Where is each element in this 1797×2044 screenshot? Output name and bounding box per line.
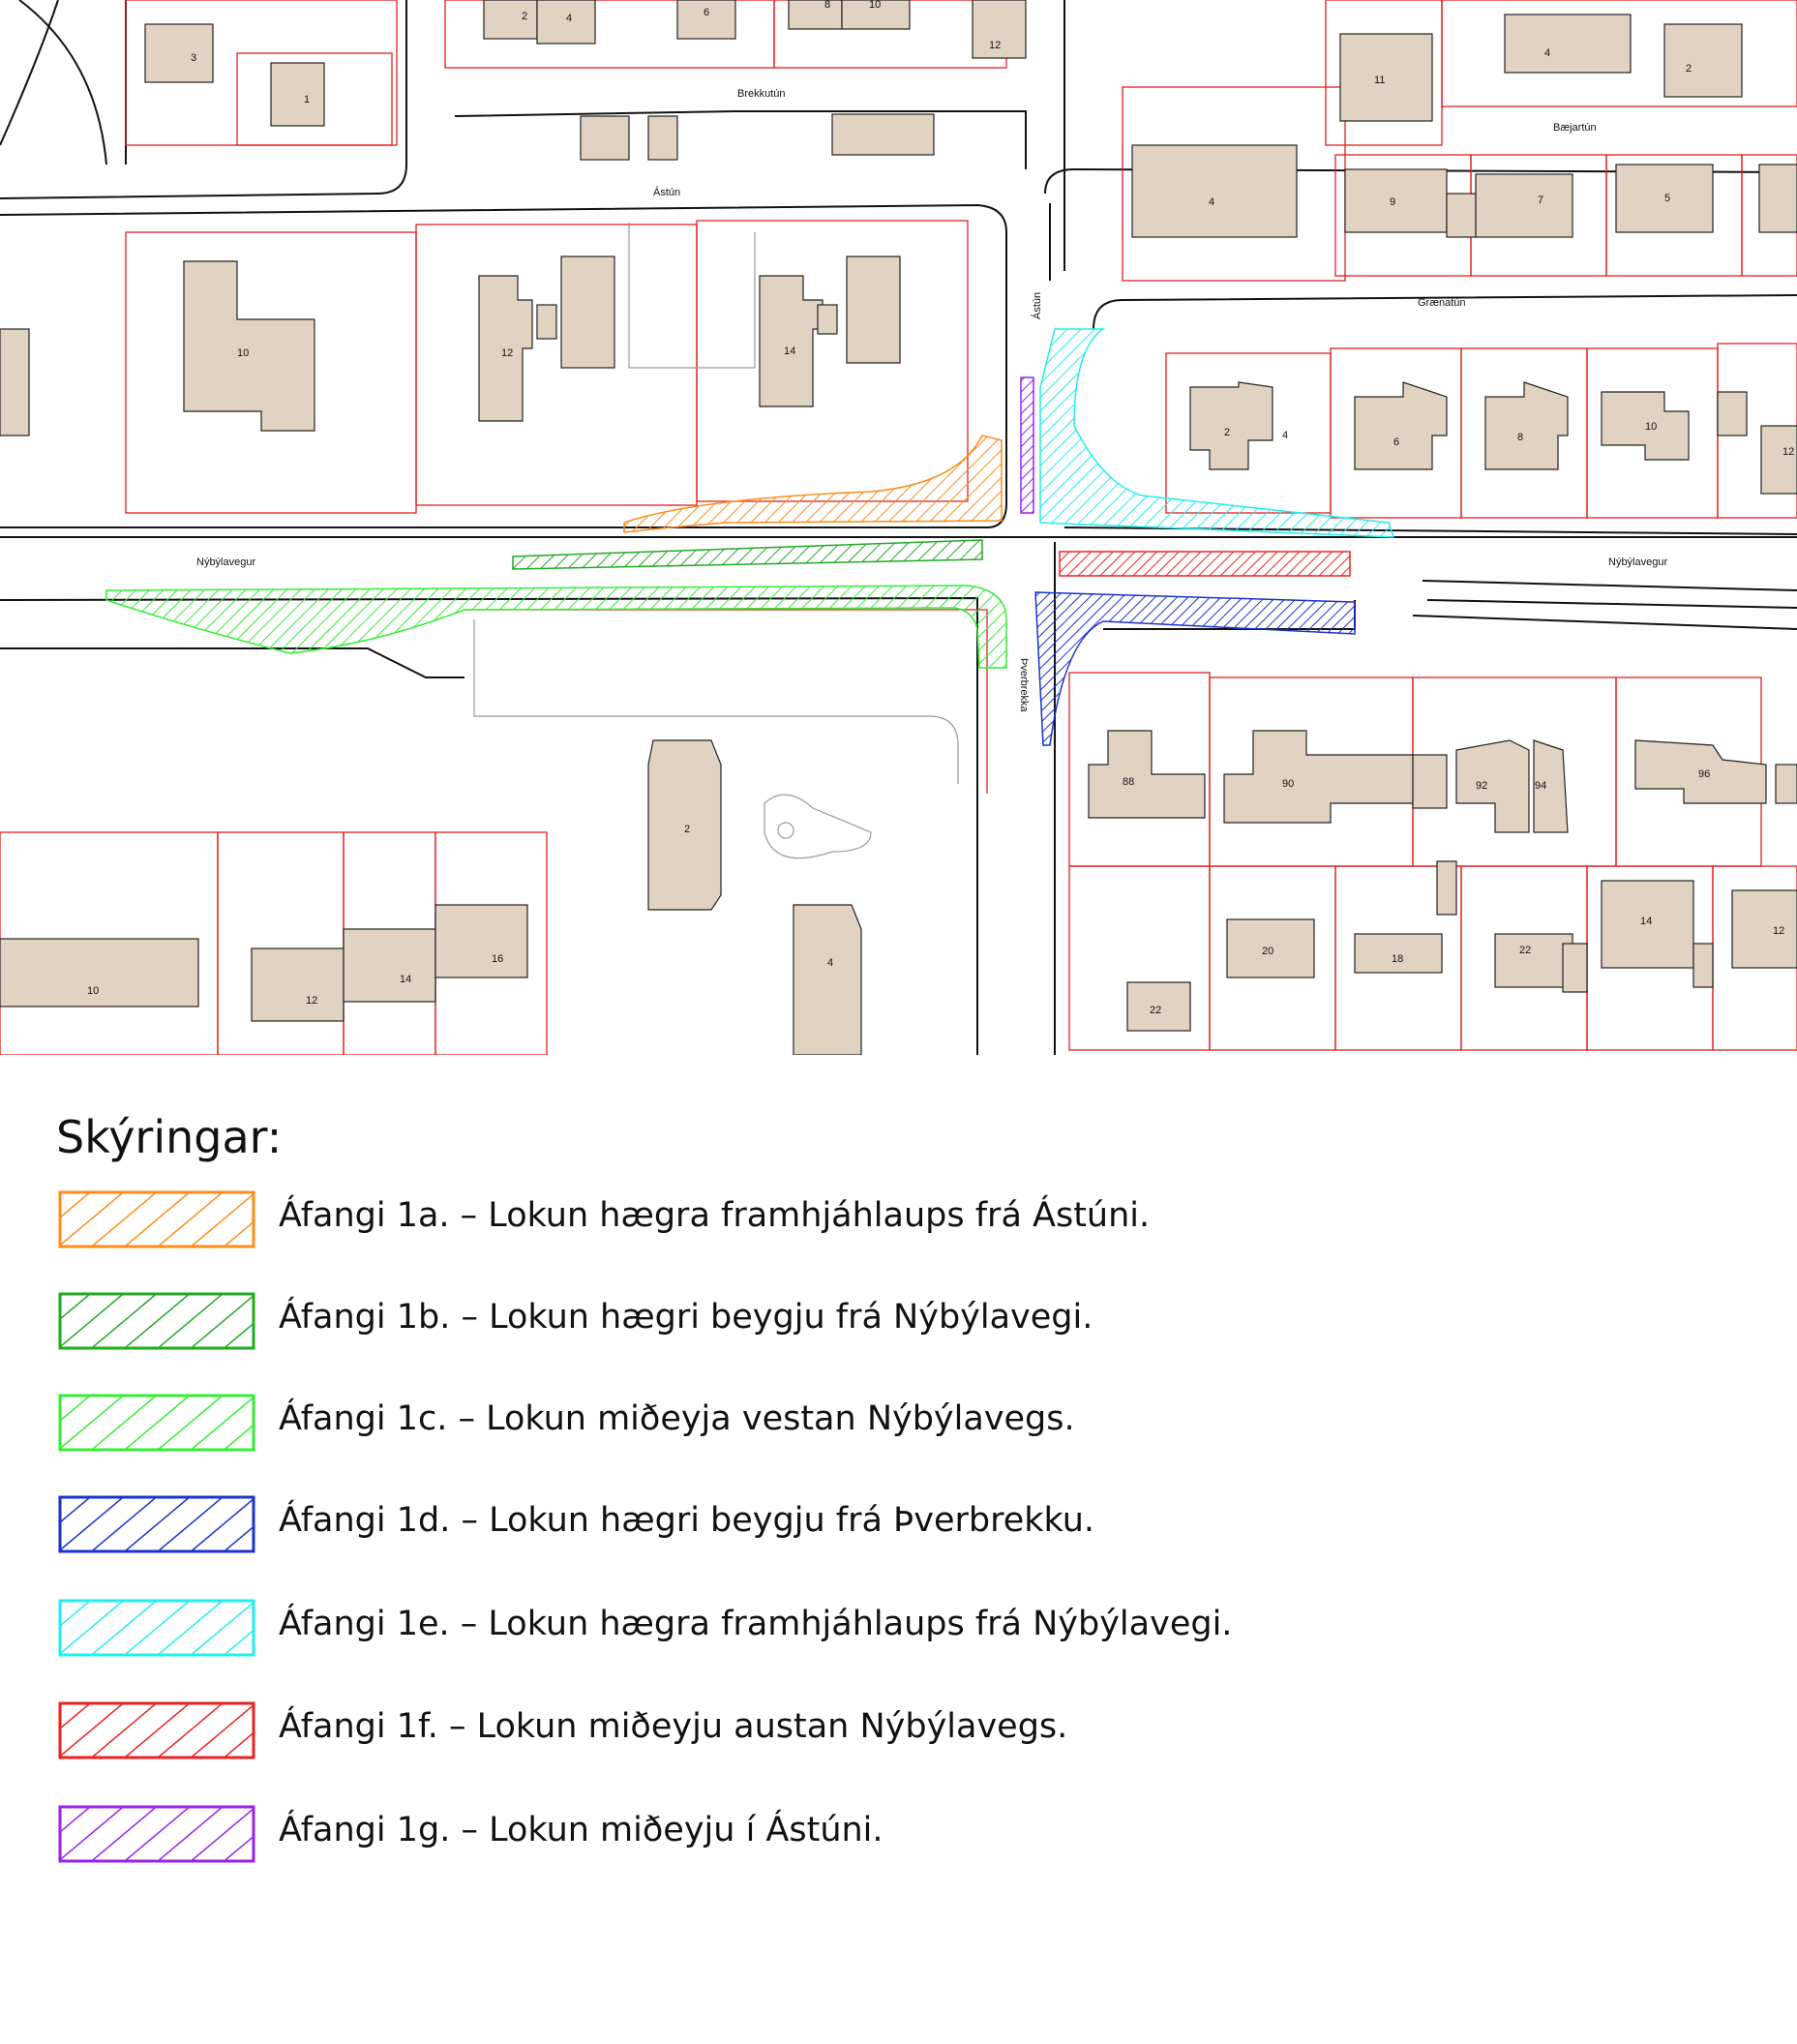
house-number: 11 [1374,75,1385,86]
legend-label-1e: Áfangi 1e. – Lokun hægra framhjáhlaups f… [279,1605,1233,1643]
house-number: 4 [1282,430,1288,441]
house-number: 1 [304,94,310,105]
house-number: 94 [1535,780,1546,792]
house-number: 10 [237,347,249,359]
house-number: 8 [824,0,830,11]
street-label-thverbrekka: Þverbrekka [1018,658,1030,713]
legend-swatch-1g [58,1805,255,1863]
house-number: 2 [1224,427,1230,438]
house-number: 20 [1262,946,1273,957]
house-number: 6 [1393,436,1399,448]
house-number: 18 [1392,953,1403,965]
closure-1b [512,539,983,570]
street-label-brekkutun: Brekkutún [737,88,786,100]
legend-swatch-1a [58,1190,255,1248]
house-number: 2 [684,824,690,835]
house-number: 6 [704,7,709,18]
closure-1g [1020,376,1034,514]
house-number: 14 [1640,916,1652,927]
house-number: 4 [827,957,833,969]
legend-item-1f: Áfangi 1f. – Lokun miðeyju austan Nýbýla… [58,1701,1606,1763]
house-number: 90 [1282,778,1294,790]
house-number: 14 [400,974,411,985]
legend-item-1g: Áfangi 1g. – Lokun miðeyju í Ástúni. [58,1805,1606,1867]
house-number: 4 [566,13,572,24]
house-number: 7 [1538,195,1543,206]
street-label-graenatun: Grænatún [1418,297,1466,309]
street-label-astun-vertical: Ástún [1031,292,1043,319]
legend-swatch-1e [58,1599,255,1657]
house-number: 10 [87,985,99,997]
house-number: 12 [989,40,1001,51]
house-number: 96 [1698,768,1710,780]
house-number: 16 [492,953,503,965]
buildings [0,0,1797,1055]
house-number: 10 [1645,421,1657,433]
legend-label-1c: Áfangi 1c. – Lokun miðeyja vestan Nýbýla… [279,1399,1075,1438]
legend-label-1b: Áfangi 1b. – Lokun hægri beygju frá Nýbý… [279,1298,1093,1337]
street-label-astun: Ástún [653,186,680,198]
house-number: 9 [1390,196,1395,208]
legend-item-1e: Áfangi 1e. – Lokun hægra framhjáhlaups f… [58,1599,1606,1661]
house-number: 14 [784,346,795,357]
closure-areas [105,328,1395,746]
legend-title: Skýringar: [56,1111,283,1163]
road-outlines [0,0,1797,1055]
closure-1e [1039,328,1395,538]
house-number: 5 [1664,193,1670,204]
legend-swatch-1c [58,1394,255,1452]
legend-swatch-1d [58,1495,255,1553]
house-number: 4 [1544,47,1550,59]
legend-item-1c: Áfangi 1c. – Lokun miðeyja vestan Nýbýla… [58,1394,1606,1456]
house-number: 88 [1123,776,1134,788]
street-label-nybylavegur-east: Nýbýlavegur [1608,556,1667,568]
house-number: 2 [1686,63,1692,75]
street-labels: Brekkutún Ástún Ástún Bæjartún Grænatún … [196,88,1667,713]
house-number: 10 [869,0,881,11]
closure-1c [105,585,1007,669]
house-number: 8 [1517,432,1523,443]
closure-1d [1034,591,1356,746]
legend-item-1b: Áfangi 1b. – Lokun hægri beygju frá Nýbý… [58,1292,1606,1354]
house-number: 4 [1209,196,1214,208]
house-number: 3 [191,52,196,64]
legend-label-1g: Áfangi 1g. – Lokun miðeyju í Ástúni. [279,1811,884,1849]
grey-lines [473,223,959,859]
street-label-baejartun: Bæjartún [1553,122,1597,134]
legend-swatch-1f [58,1701,255,1759]
house-number: 22 [1519,945,1531,956]
legend-item-1a: Áfangi 1a. – Lokun hægra framhjáhlaups f… [58,1190,1606,1252]
house-number: 12 [1782,446,1794,458]
house-number: 92 [1476,780,1487,792]
site-plan-map: Brekkutún Ástún Ástún Bæjartún Grænatún … [0,0,1797,1055]
house-numbers: 3 1 2 4 6 8 10 12 11 4 2 4 9 7 5 10 12 1… [87,0,1794,1016]
legend-label-1f: Áfangi 1f. – Lokun miðeyju austan Nýbýla… [279,1707,1068,1746]
legend-label-1a: Áfangi 1a. – Lokun hægra framhjáhlaups f… [279,1196,1151,1235]
street-label-nybylavegur-west: Nýbýlavegur [196,556,255,568]
house-number: 2 [522,11,527,22]
legend-label-1d: Áfangi 1d. – Lokun hægri beygju frá Þver… [279,1501,1095,1540]
closure-1a [623,435,1003,533]
house-number: 12 [306,995,317,1007]
house-number: 12 [501,347,513,359]
house-number: 22 [1150,1005,1161,1016]
closure-1f [1059,551,1351,577]
house-number: 12 [1773,925,1784,937]
legend-item-1d: Áfangi 1d. – Lokun hægri beygju frá Þver… [58,1495,1606,1557]
legend-swatch-1b [58,1292,255,1350]
